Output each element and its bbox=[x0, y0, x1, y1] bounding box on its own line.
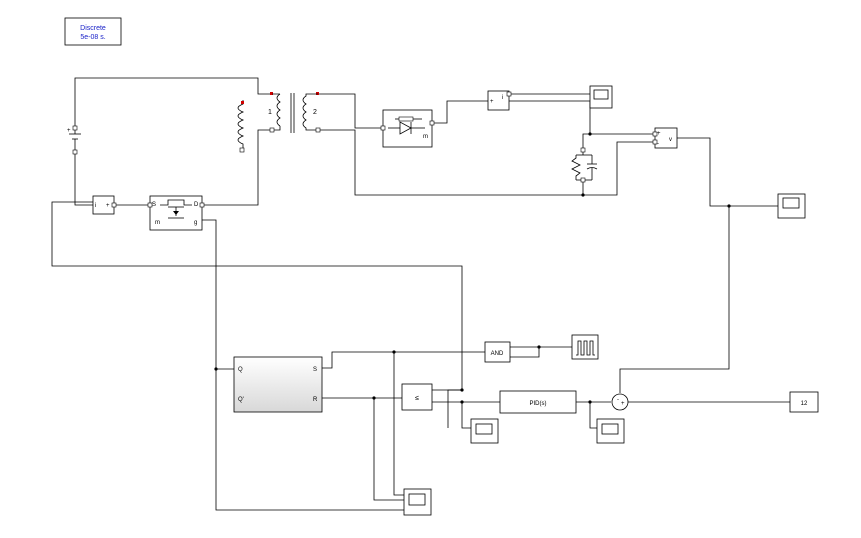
scope-1[interactable] bbox=[589, 85, 613, 109]
winding-2-label: 2 bbox=[313, 109, 317, 116]
scope-screen-icon bbox=[408, 493, 426, 506]
mosfet-port-s: S bbox=[152, 202, 156, 208]
mosfet-symbol-icon bbox=[160, 199, 192, 219]
linear-transformer[interactable]: 1 2 bbox=[268, 92, 319, 133]
vm-plus-label: + bbox=[657, 131, 661, 137]
ff-qbar-label: Q' bbox=[238, 397, 244, 403]
ff-q-label: Q bbox=[238, 367, 243, 373]
winding-1-label: 1 bbox=[268, 109, 272, 116]
scope-screen-icon bbox=[782, 197, 800, 209]
powergui-sample-time: 5e-08 s. bbox=[80, 34, 105, 41]
mosfet-port-m: m bbox=[155, 220, 160, 226]
svg-text:+: + bbox=[67, 128, 71, 134]
secondary-coil-icon bbox=[302, 93, 318, 131]
cm2-out-label: i bbox=[502, 95, 503, 101]
mosfet-block[interactable]: S D m g bbox=[149, 195, 203, 231]
scope-screen-icon bbox=[601, 423, 619, 435]
constant-block[interactable]: 12 bbox=[789, 391, 819, 413]
relational-operator[interactable]: ≤ bbox=[401, 383, 433, 411]
sr-flipflop[interactable]: Q Q' S R bbox=[233, 356, 323, 413]
scope-screen-icon bbox=[593, 89, 609, 100]
scope-4[interactable] bbox=[596, 418, 625, 444]
diode-block[interactable]: m bbox=[382, 109, 433, 148]
constant-value: 12 bbox=[801, 401, 808, 407]
scope-screen-icon bbox=[475, 423, 493, 435]
cm1-out-label: + bbox=[106, 203, 110, 209]
ff-r-label: R bbox=[313, 397, 318, 403]
logic-and-block[interactable]: AND bbox=[484, 341, 511, 363]
capacitor-icon bbox=[586, 155, 598, 180]
mosfet-port-d: D bbox=[194, 202, 199, 208]
inductor-coil-icon bbox=[237, 100, 245, 150]
vm-minus-label: - bbox=[657, 141, 659, 147]
mosfet-port-g: g bbox=[194, 220, 197, 226]
scope-5[interactable] bbox=[403, 488, 432, 516]
scope-2[interactable] bbox=[777, 193, 806, 219]
cm1-in-label: i bbox=[95, 203, 96, 209]
pid-label: PID(s) bbox=[530, 401, 547, 407]
powergui-block[interactable]: Discrete 5e-08 s. bbox=[64, 17, 122, 46]
sum-block[interactable]: - + bbox=[611, 393, 629, 411]
port-connectors bbox=[72, 91, 658, 208]
pid-controller[interactable]: PID(s) bbox=[499, 390, 577, 414]
powergui-mode: Discrete bbox=[80, 25, 106, 32]
ff-s-label: S bbox=[313, 367, 317, 373]
pulse-wave-icon bbox=[576, 340, 595, 356]
primary-coil-icon bbox=[272, 93, 281, 131]
cm2-in-label: + bbox=[490, 99, 494, 105]
relational-symbol: ≤ bbox=[415, 395, 419, 402]
sum-minus-label: - bbox=[617, 397, 619, 403]
and-label: AND bbox=[491, 351, 504, 357]
current-measurement-1[interactable]: i + bbox=[92, 195, 115, 215]
diode-symbol-icon bbox=[388, 116, 425, 135]
rc-load[interactable] bbox=[571, 150, 598, 181]
resistor-icon bbox=[571, 155, 581, 180]
pulse-generator[interactable] bbox=[571, 334, 599, 360]
vm-out-label: v bbox=[669, 137, 672, 143]
sum-plus-label: + bbox=[621, 401, 625, 407]
current-measurement-2[interactable]: + i bbox=[487, 90, 510, 111]
voltage-measurement[interactable]: + - v bbox=[654, 127, 678, 149]
scope-3[interactable] bbox=[470, 418, 499, 444]
dc-voltage-source[interactable]: + bbox=[67, 128, 81, 152]
wire-junctions bbox=[214, 132, 731, 404]
diode-port-m: m bbox=[423, 134, 428, 140]
